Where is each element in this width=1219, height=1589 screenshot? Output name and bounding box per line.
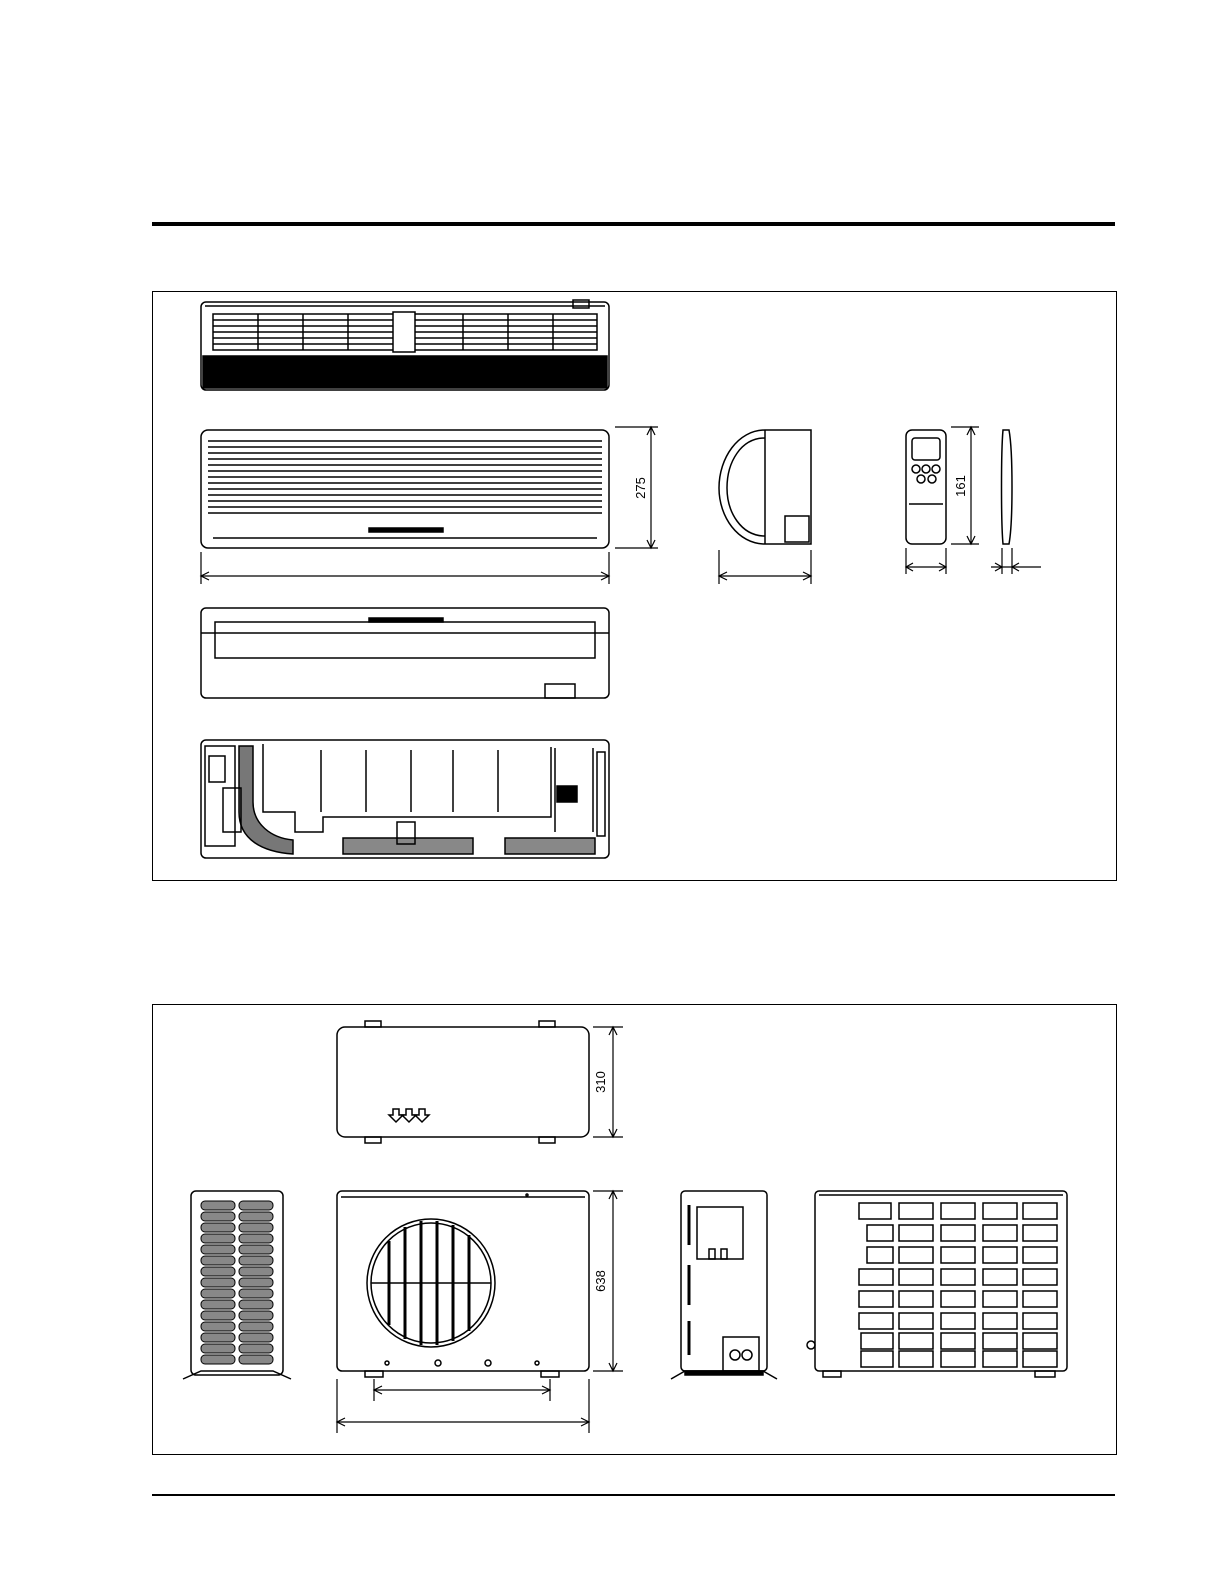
outdoor-mounting-width-dimension bbox=[374, 1379, 550, 1401]
top-rule bbox=[152, 222, 1115, 226]
bottom-rule bbox=[152, 1494, 1115, 1496]
remote-control-side-view bbox=[1002, 430, 1013, 544]
indoor-side-view bbox=[719, 430, 811, 544]
indoor-front-view bbox=[201, 430, 609, 548]
outdoor-left-side-view bbox=[183, 1191, 291, 1379]
indoor-rear-view bbox=[201, 740, 609, 858]
outdoor-width-dimension bbox=[337, 1379, 589, 1433]
indoor-height-label: 275 bbox=[633, 477, 648, 499]
outdoor-top-view bbox=[337, 1021, 589, 1143]
indoor-top-view bbox=[201, 300, 609, 390]
outdoor-unit-drawing-panel: 310 bbox=[152, 1004, 1117, 1455]
outdoor-depth-label: 310 bbox=[593, 1071, 608, 1093]
indoor-bottom-view bbox=[201, 608, 609, 698]
remote-control-front-view bbox=[906, 430, 946, 544]
outdoor-front-view bbox=[337, 1191, 589, 1377]
outdoor-unit-drawings: 310 bbox=[153, 1005, 1116, 1454]
remote-height-label: 161 bbox=[953, 475, 968, 497]
remote-width-dimension bbox=[906, 548, 946, 574]
outdoor-height-label: 638 bbox=[593, 1270, 608, 1292]
indoor-depth-dimension bbox=[719, 550, 811, 584]
outdoor-rear-view bbox=[807, 1191, 1067, 1377]
remote-thickness-dimension bbox=[991, 548, 1041, 574]
outdoor-right-side-view bbox=[671, 1191, 777, 1379]
indoor-width-dimension bbox=[201, 552, 609, 584]
indoor-unit-drawing-panel: 275 161 bbox=[152, 291, 1117, 881]
indoor-unit-drawings: 275 161 bbox=[153, 292, 1116, 880]
